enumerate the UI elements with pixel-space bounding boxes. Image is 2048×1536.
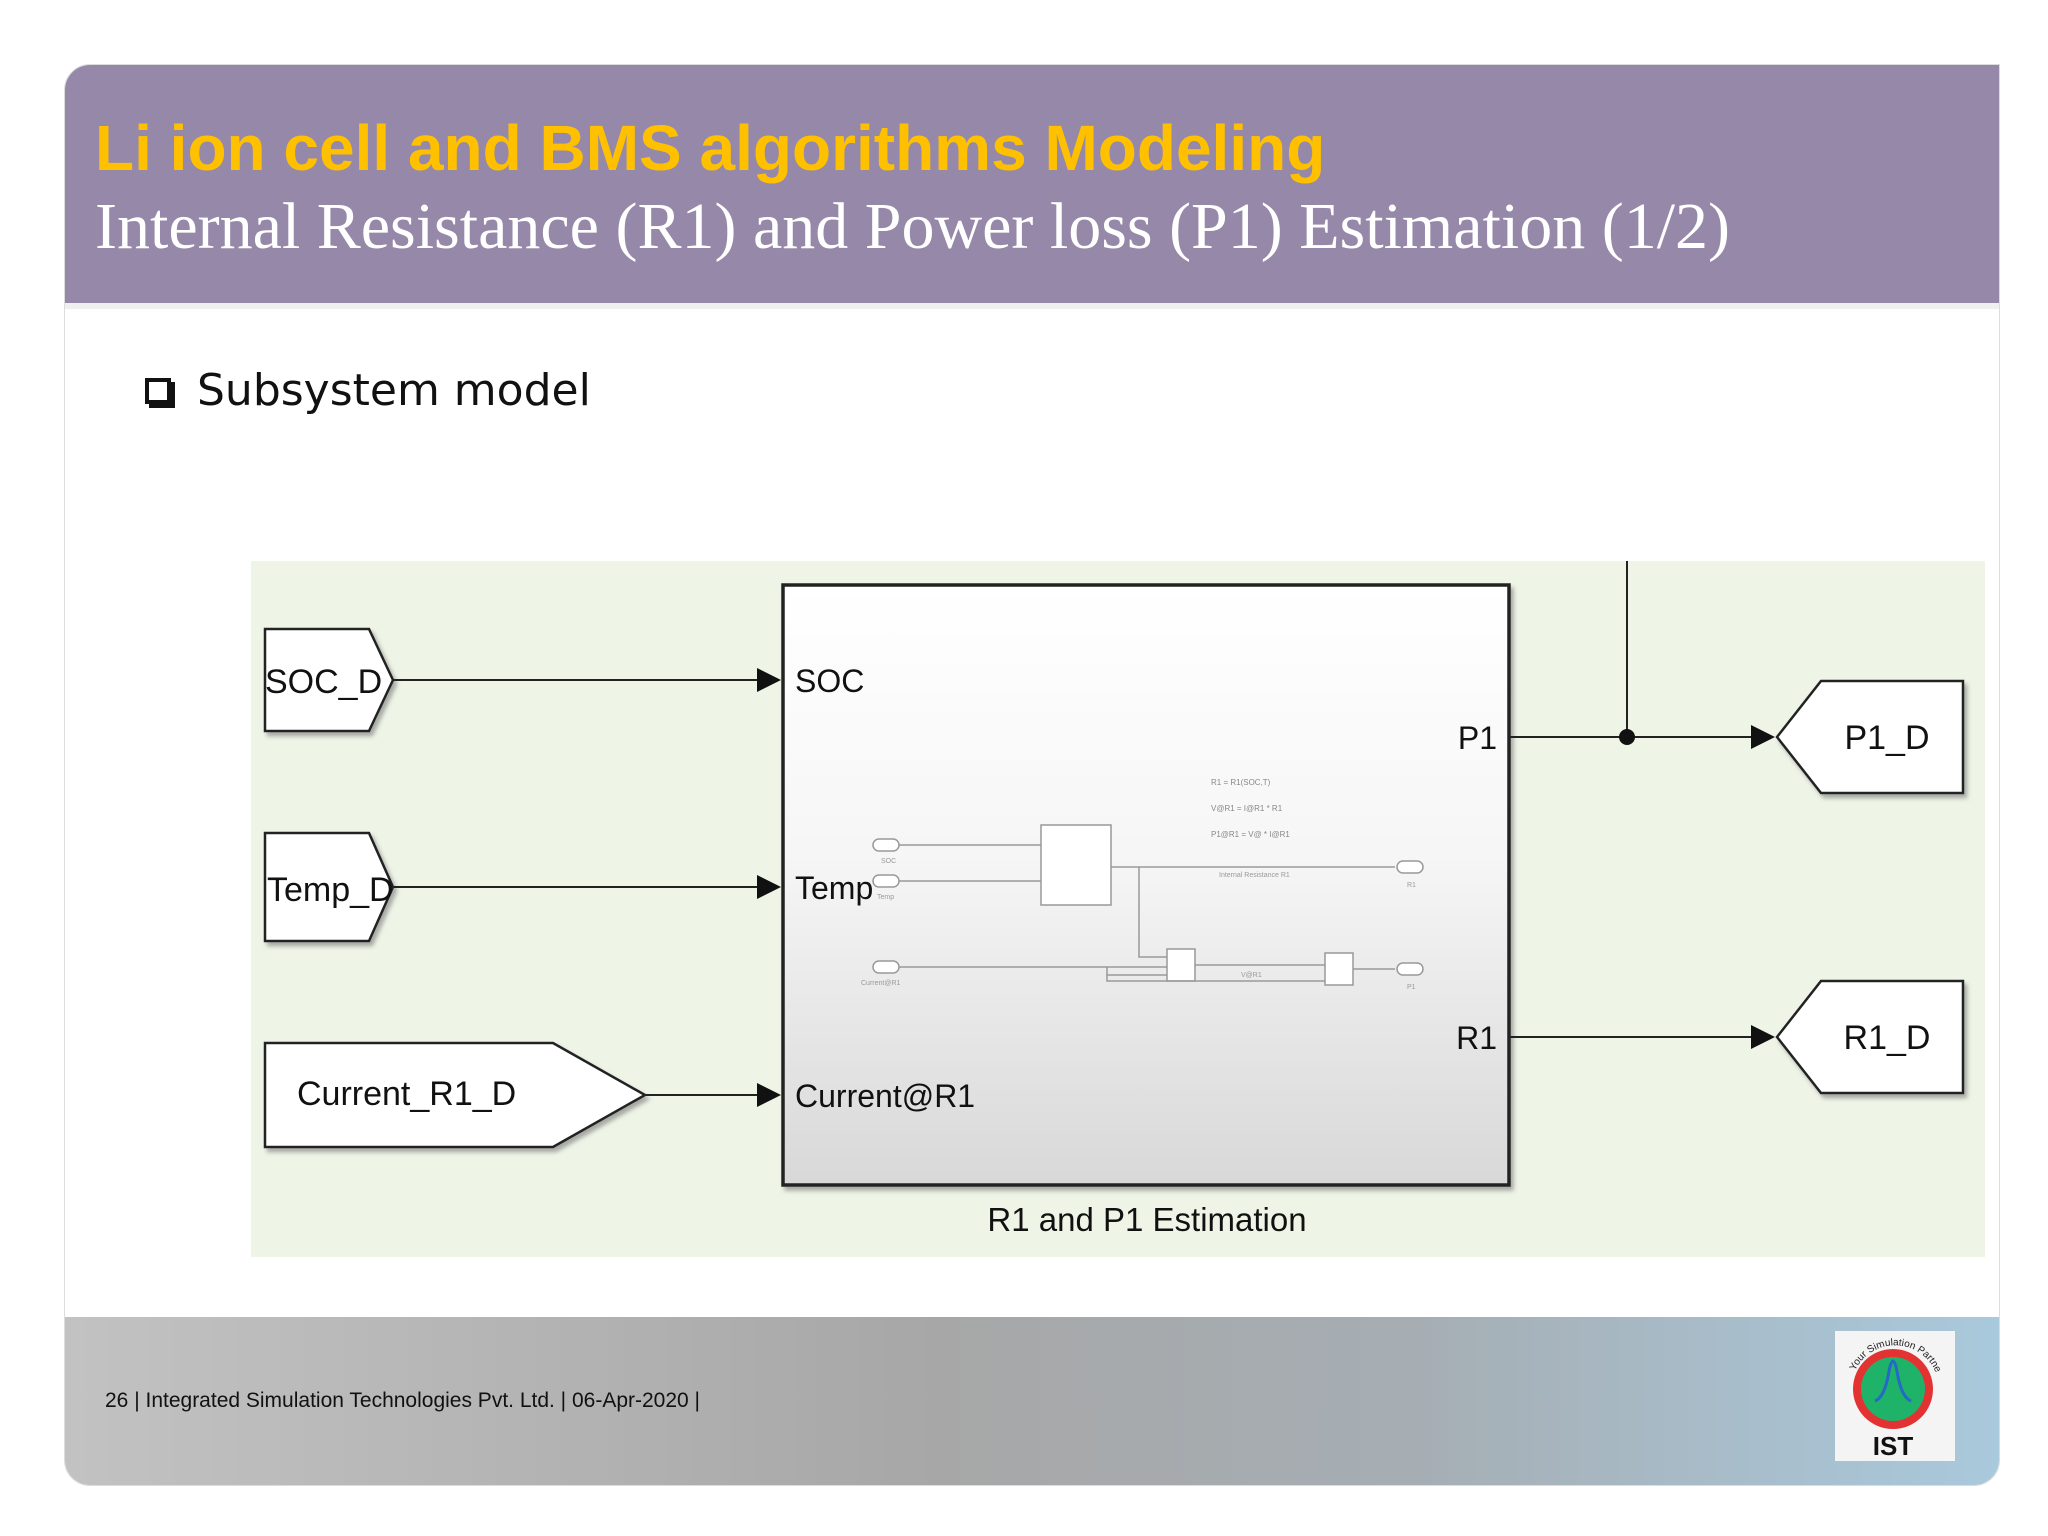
subsystem-port-temp: Temp	[795, 870, 873, 906]
input-tag-label: Temp_D	[267, 871, 394, 909]
slide-header: Li ion cell and BMS algorithms Modeling …	[65, 65, 1999, 303]
slide-title: Li ion cell and BMS algorithms Modeling	[95, 112, 1326, 184]
input-tag-label: SOC_D	[265, 663, 382, 701]
thumbnail-equation: P1@R1 = V@ * I@R1	[1211, 830, 1290, 839]
thumbnail-port-label: Temp	[877, 894, 894, 901]
input-tag-current[interactable]: Current_R1_D	[263, 1041, 648, 1149]
thumbnail-port-label: P1	[1407, 984, 1416, 991]
input-tag-label: Current_R1_D	[297, 1075, 516, 1113]
subsystem-port-p1: P1	[1458, 720, 1497, 756]
thumbnail-port-label: SOC	[881, 858, 896, 865]
slide-subtitle: Internal Resistance (R1) and Power loss …	[95, 190, 1731, 263]
input-arrowheads	[757, 668, 781, 1107]
header-divider	[65, 303, 1999, 309]
simulink-diagram: SOC_D Temp_D Current_R1_D	[251, 561, 1985, 1257]
subsystem-block[interactable]	[781, 583, 1511, 1187]
thumbnail-equation: R1 = R1(SOC,T)	[1211, 778, 1271, 787]
ist-logo-icon: IST Your Simulation Partner	[1833, 1323, 1943, 1461]
output-tag-label: R1_D	[1844, 1019, 1931, 1057]
branch-point	[1619, 729, 1635, 745]
subsystem-name: R1 and P1 Estimation	[987, 1201, 1306, 1238]
footer-text: 26 | Integrated Simulation Technologies …	[105, 1389, 701, 1412]
bullet-item: Subsystem model	[145, 365, 591, 416]
output-tag-r1[interactable]: R1_D	[1775, 979, 1965, 1095]
subsystem-port-current: Current@R1	[795, 1078, 975, 1114]
output-arrowheads	[1751, 725, 1775, 1049]
input-tag-temp[interactable]: Temp_D	[263, 831, 395, 943]
slide-footer: 26 | Integrated Simulation Technologies …	[65, 1317, 1999, 1485]
diagram-canvas: SOC_D Temp_D Current_R1_D	[251, 561, 1985, 1257]
bullet-text: Subsystem model	[197, 365, 591, 416]
logo-text: IST	[1873, 1431, 1914, 1461]
subsystem-port-r1: R1	[1456, 1020, 1497, 1056]
company-logo: IST Your Simulation Partner	[1833, 1323, 1955, 1461]
thumbnail-port-label: Current@R1	[861, 980, 901, 987]
slide: Li ion cell and BMS algorithms Modeling …	[64, 64, 2000, 1486]
input-signal-lines	[393, 679, 757, 1096]
thumbnail-signal-label: Internal Resistance R1	[1219, 872, 1290, 879]
thumbnail-equation: V@R1 = I@R1 * R1	[1211, 804, 1283, 813]
subsystem-port-soc: SOC	[795, 663, 864, 699]
input-tag-soc[interactable]: SOC_D	[263, 627, 395, 733]
subsystem-thumbnail: R1 = R1(SOC,T) V@R1 = I@R1 * R1 P1@R1 = …	[861, 778, 1424, 991]
thumbnail-signal-label: V@R1	[1241, 972, 1262, 979]
output-tag-p1[interactable]: P1_D	[1775, 679, 1965, 795]
thumbnail-port-label: R1	[1407, 882, 1416, 889]
checkbox-bullet-icon	[145, 377, 171, 404]
output-tag-label: P1_D	[1844, 719, 1929, 757]
